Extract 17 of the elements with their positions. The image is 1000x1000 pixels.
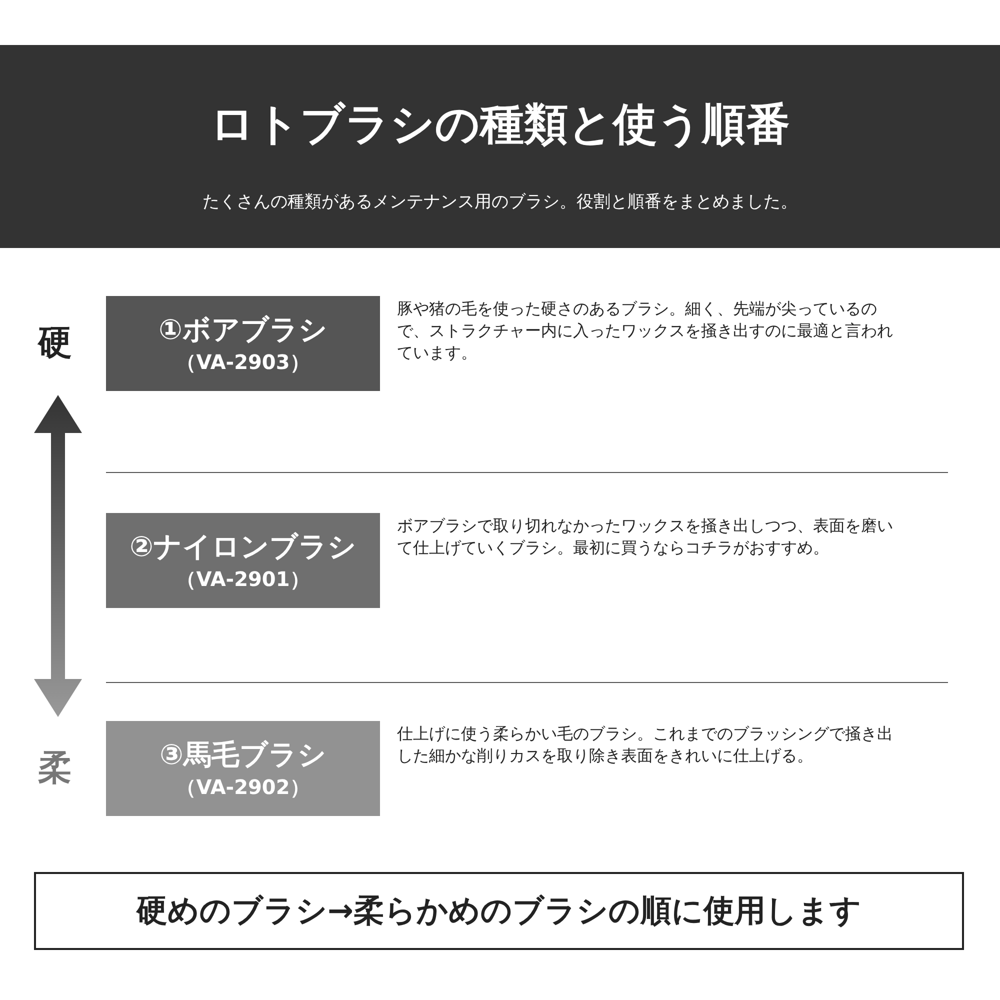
brush-label-box <box>106 513 380 608</box>
description-text: 豚や猪の毛を使った硬さのあるブラシ。細く、先端が尖っているので、ストラクチャー内に入ったワックスを掻き出すのに最適と言われています。 <box>397 298 894 364</box>
soft-label: 柔 <box>38 747 72 790</box>
model-number: （VA-2901） <box>175 566 311 593</box>
brush-name: ③馬毛ブラシ <box>158 737 328 773</box>
brush-name: ②ナイロンブラシ <box>128 529 358 565</box>
brush-label-box <box>106 721 380 816</box>
note-box: 硬めのブラシ→柔らかめのブラシの順に使用します <box>34 872 964 950</box>
subtitle-text: たくさんの種類があるメンテナンス用のブラシ。役割と順番をまとめました。 <box>202 191 798 213</box>
hard-label: 硬 <box>38 322 72 365</box>
description-text: 仕上げに使う柔らかい毛のブラシ。これまでのブラッシングで掻き出した細かな削りカスを取り除き表面をきれいに仕上げる。 <box>397 723 894 767</box>
brush-name: ①ボアブラシ <box>158 312 328 348</box>
brush-label-box <box>106 296 380 391</box>
model-number: （VA-2903） <box>175 349 311 376</box>
model-number: （VA-2902） <box>175 774 311 801</box>
title-text: ロトブラシの種類と使う順番 <box>209 98 791 152</box>
description-text: ボアブラシで取り切れなかったワックスを掻き出しつつ、表面を磨いて仕上げていくブラシ。最初に買うならコチラがおすすめ。 <box>397 515 894 559</box>
